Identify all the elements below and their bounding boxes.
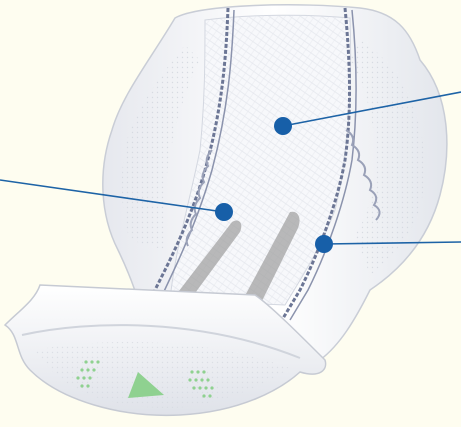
callout-marker-top-sheet	[274, 117, 292, 135]
callout-marker-absorbent-core	[215, 203, 233, 221]
callout-marker-leak-guard	[315, 235, 333, 253]
